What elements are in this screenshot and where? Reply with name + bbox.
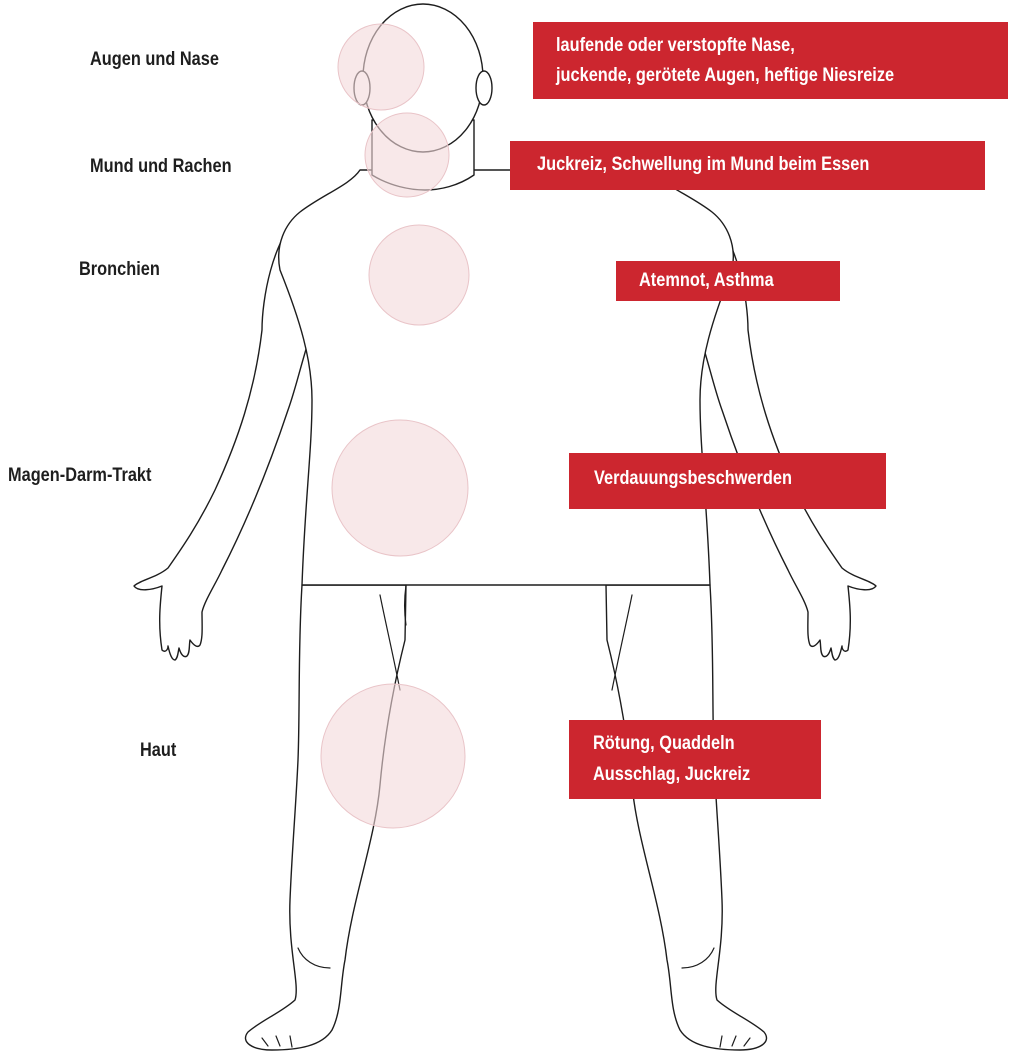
symptom-box-bronchien: Atemnot, Asthma (616, 261, 840, 301)
label-augen-nase: Augen und Nase (90, 49, 219, 71)
zone-magen-darm (332, 420, 468, 556)
symptom-line: juckende, gerötete Augen, heftige Niesre… (556, 61, 945, 91)
label-haut: Haut (140, 740, 176, 762)
zone-haut (321, 684, 465, 828)
symptom-box-magen-darm: Verdauungsbeschwerden (569, 453, 886, 509)
zone-bronchien (369, 225, 469, 325)
symptom-box-mund-rachen: Juckreiz, Schwellung im Mund beim Essen (510, 141, 985, 190)
label-magen-darm: Magen-Darm-Trakt (8, 465, 151, 487)
symptom-line: Juckreiz, Schwellung im Mund beim Essen (537, 149, 922, 181)
zone-augen-nase (338, 24, 424, 110)
symptom-line: Rötung, Quaddeln (593, 728, 789, 759)
symptom-line: Verdauungsbeschwerden (594, 463, 845, 495)
symptom-line: laufende oder verstopfte Nase, (556, 31, 945, 61)
symptom-line: Ausschlag, Juckreiz (593, 759, 789, 790)
label-mund-rachen: Mund und Rachen (90, 156, 232, 178)
symptom-line: Atemnot, Asthma (639, 265, 812, 297)
label-bronchien: Bronchien (79, 259, 160, 281)
zone-mund-rachen (365, 113, 449, 197)
symptom-box-haut: Rötung, Quaddeln Ausschlag, Juckreiz (569, 720, 821, 799)
symptom-box-augen-nase: laufende oder verstopfte Nase, juckende,… (533, 22, 1008, 99)
